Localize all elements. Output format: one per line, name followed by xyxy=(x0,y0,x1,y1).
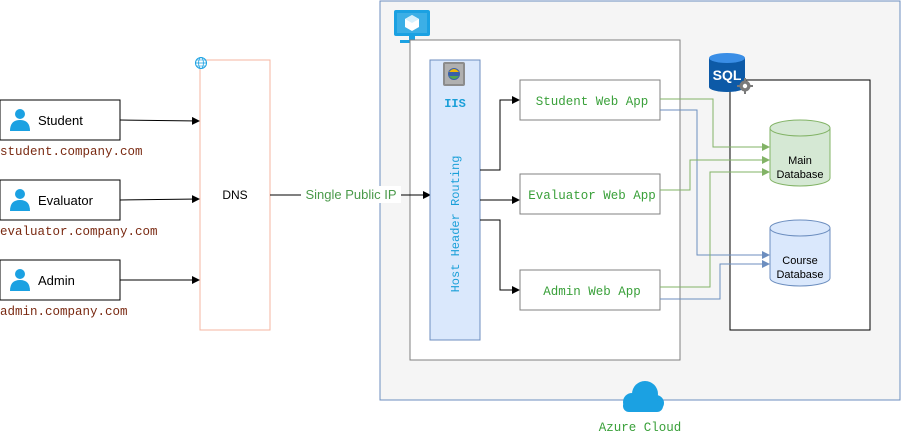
user-evaluator: Evaluator xyxy=(0,179,121,221)
admin-web-app-label: Admin Web App xyxy=(543,285,641,299)
globe-icon xyxy=(195,57,207,69)
user-label-student: Student xyxy=(38,113,83,128)
cloud-icon xyxy=(623,381,664,412)
user-icon xyxy=(10,109,30,131)
dns-box xyxy=(199,59,271,331)
iis-server-icon xyxy=(443,62,465,86)
domain-student: student.company.com xyxy=(0,145,143,159)
single-public-ip-label: Single Public IP xyxy=(305,187,396,202)
host-header-routing-label: Host Header Routing xyxy=(449,156,463,293)
user-label-evaluator: Evaluator xyxy=(38,193,94,208)
evaluator-web-app-label: Evaluator Web App xyxy=(528,189,656,203)
main-database-label-line2: Database xyxy=(776,169,823,181)
domain-admin: admin.company.com xyxy=(0,305,128,319)
main-database-label-line1: Main xyxy=(788,155,812,167)
database-container xyxy=(729,79,871,331)
main-database: Main Database xyxy=(769,119,831,187)
virtual-machine-icon xyxy=(394,10,430,43)
user-label-admin: Admin xyxy=(38,273,75,288)
user-student: Student xyxy=(0,99,121,141)
student-web-app-label: Student Web App xyxy=(536,95,649,109)
link-student-course-db xyxy=(660,109,770,259)
student-web-app-box xyxy=(519,79,661,121)
iis-label: IIS xyxy=(444,97,466,111)
azure-cloud-label: Azure Cloud xyxy=(599,421,682,435)
evaluator-web-app-box xyxy=(519,173,661,215)
link-student-main-db xyxy=(660,98,770,151)
domain-evaluator: evaluator.company.com xyxy=(0,225,158,239)
iis-routing-box xyxy=(429,59,481,341)
gear-icon xyxy=(737,78,753,94)
admin-web-app-box xyxy=(519,269,661,311)
sql-database-icon: SQL xyxy=(709,53,745,92)
user-admin: Admin xyxy=(0,259,121,301)
course-database-label-line1: Course xyxy=(782,255,817,267)
course-database-label-line2: Database xyxy=(776,269,823,281)
dns-label: DNS xyxy=(222,188,247,202)
link-admin-course-db xyxy=(660,260,770,300)
user-icon xyxy=(10,189,30,211)
link-evaluator-main-db xyxy=(660,156,770,191)
course-database: Course Database xyxy=(769,219,831,287)
arrow-iis-admin-app xyxy=(480,219,520,294)
user-icon xyxy=(10,269,30,291)
link-admin-main-db xyxy=(660,168,770,288)
arrow-evaluator-dns xyxy=(119,195,200,204)
arrow-iis-student-app xyxy=(480,96,520,171)
arrow-student-dns xyxy=(119,116,200,125)
sql-badge-label: SQL xyxy=(713,67,742,83)
